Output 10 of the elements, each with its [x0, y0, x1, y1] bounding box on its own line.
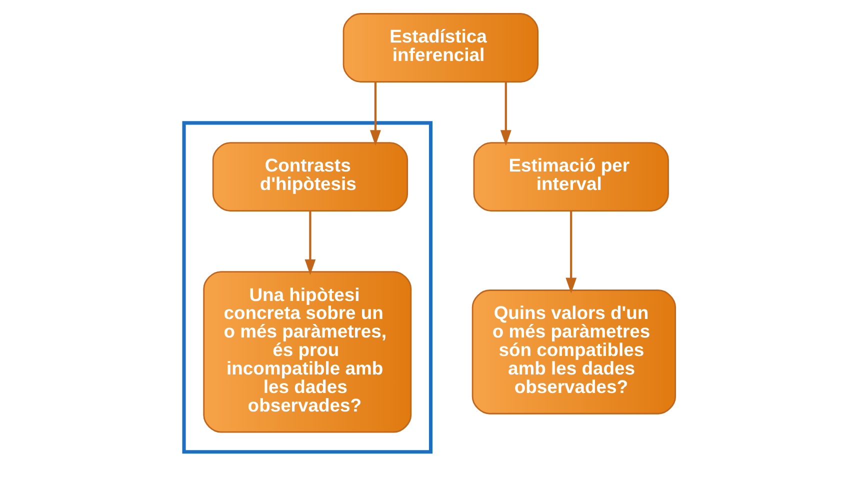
arrow	[304, 211, 316, 275]
node-box: Estadística inferencial	[342, 13, 538, 83]
node-box: Quins valors d'un o més paràmetres són compatibles amb les dades observades?	[472, 290, 676, 414]
node-box: Contrasts d'hipòtesis	[212, 142, 408, 212]
node-box: Una hipòtesi concreta sobre un o més paràmetres, és prou incompatible amb les dades observades?	[203, 271, 412, 433]
arrow	[566, 211, 577, 294]
arrow	[500, 82, 512, 146]
cluster	[182, 121, 432, 454]
arrow	[370, 82, 381, 146]
node-box: Estimació per interval	[473, 142, 669, 212]
